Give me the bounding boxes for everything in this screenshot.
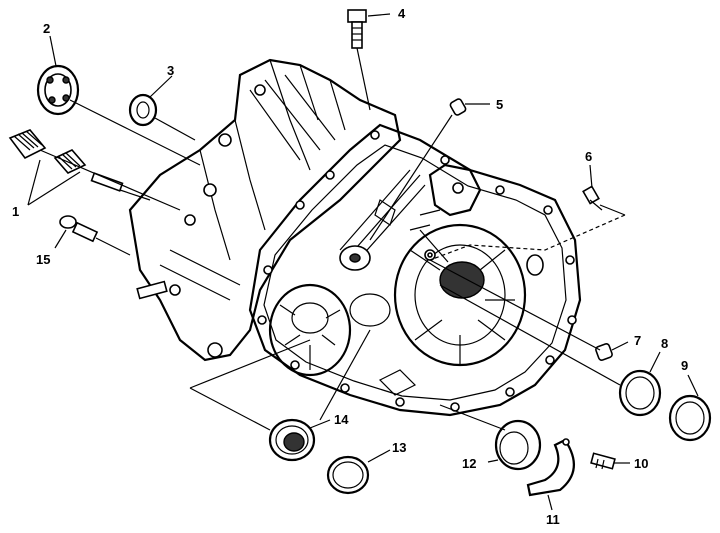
callout-1: 1	[12, 204, 19, 219]
part-5-plug	[449, 98, 467, 116]
part-14-bearing	[268, 418, 316, 462]
part-6-bolt	[582, 185, 603, 211]
callout-12: 12	[462, 456, 476, 471]
callout-3: 3	[167, 63, 174, 78]
callout-14: 14	[334, 412, 349, 427]
leader-lines	[27, 13, 699, 511]
part-2-bearing	[36, 64, 80, 116]
callout-labels: 1 2 3 4 5 6 7 8 9 10 11 12 13 14 15	[12, 6, 688, 527]
part-4-bolt	[347, 9, 367, 49]
callout-2: 2	[43, 21, 50, 36]
callout-8: 8	[661, 336, 668, 351]
part-9-oil-seal	[668, 394, 712, 442]
part-15-switch	[59, 215, 131, 256]
part-13-snap-ring	[326, 455, 370, 495]
callout-9: 9	[681, 358, 688, 373]
callout-5: 5	[496, 97, 503, 112]
part-1-spring-set	[8, 129, 151, 201]
callout-4: 4	[398, 6, 406, 21]
part-11-lock-plate	[526, 438, 575, 497]
part-12-bearing-race	[494, 419, 542, 471]
callout-15: 15	[36, 252, 50, 267]
flange-bolt-holes	[257, 130, 577, 412]
part-8-oil-seal	[618, 369, 662, 417]
callout-7: 7	[634, 333, 641, 348]
part-7-plug	[595, 343, 613, 361]
callout-10: 10	[634, 456, 648, 471]
callout-11: 11	[546, 512, 560, 527]
part-3-oil-seal	[128, 93, 158, 127]
callout-6: 6	[585, 149, 592, 164]
part-10-bolt	[590, 452, 616, 470]
transaxle-case	[128, 58, 582, 417]
callout-13: 13	[392, 440, 406, 455]
